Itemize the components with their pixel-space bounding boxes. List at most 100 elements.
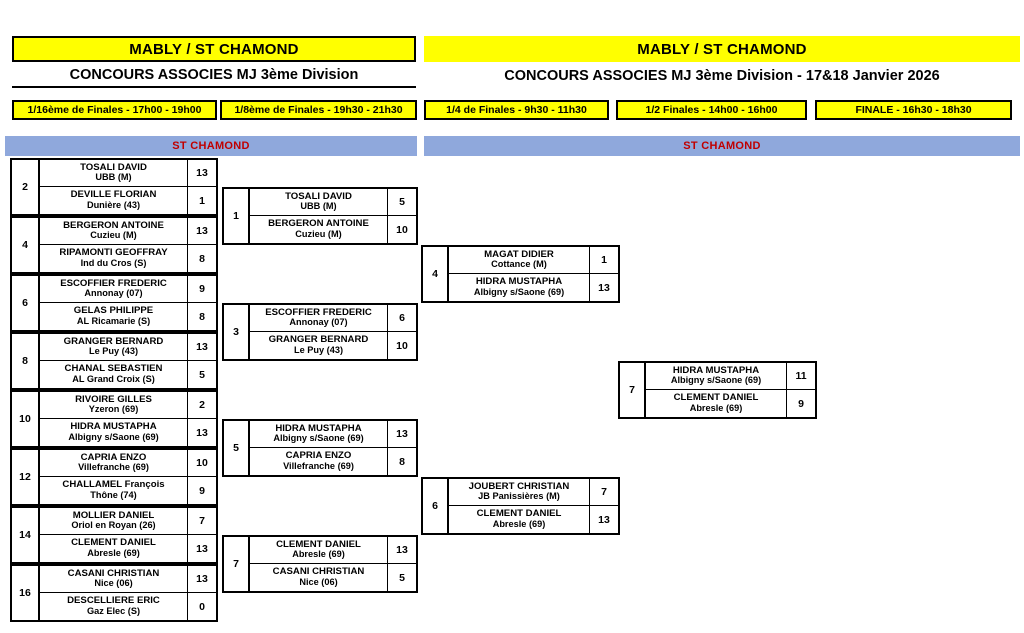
player-name: CASANI CHRISTIAN [272,566,365,578]
player-club: Annonay (07) [84,288,143,299]
player-club: Annonay (07) [289,317,348,328]
tournament-subtitle-right: CONCOURS ASSOCIES MJ 3ème Division - 17&… [504,68,940,84]
player-score: 8 [187,245,216,272]
player-club: JB Panissières (M) [478,491,560,502]
player-name: TOSALI DAVID [285,190,352,202]
round-chip-semi[interactable]: 1/2 Finales - 14h00 - 16h00 [616,100,807,120]
player-score: 13 [187,218,216,244]
player-score: 10 [187,450,216,476]
player-club: Yzeron (69) [88,404,139,415]
player-name: CLEMENT DANIEL [71,537,156,549]
player-name: BERGERON ANTOINE [268,218,369,230]
round-chip-final[interactable]: FINALE - 16h30 - 18h30 [815,100,1012,120]
round-chip-eighth[interactable]: 1/8ème de Finales - 19h30 - 21h30 [220,100,417,120]
player-name: CHALLAMEL François [62,479,165,491]
player-score: 5 [387,189,416,215]
match-seed-number: 4 [423,247,449,301]
player-club: Le Puy (43) [293,344,343,355]
round-chip-quarter[interactable]: 1/4 de Finales - 9h30 - 11h30 [424,100,609,120]
round-schedule-bar: 1/16ème de Finales - 17h00 - 19h00 1/8èm… [0,100,1024,120]
player-name: TOSALI DAVID [80,161,147,173]
player-score: 8 [187,303,216,330]
player-club: Nice (06) [299,576,338,587]
tournament-title-left: MABLY / ST CHAMOND [12,36,416,62]
match-seed-number: 8 [12,334,40,388]
player-score: 0 [187,593,216,620]
player-name: CAPRIA ENZO [285,450,352,462]
player-name: MAGAT DIDIER [484,248,554,260]
player-name: CLEMENT DANIEL [276,538,361,550]
match-seed-number: 6 [423,479,449,533]
player-name: DESCELLIERE ERIC [67,595,160,607]
player-club: Albigny s/Saone (69) [273,433,364,444]
match-seed-number: 2 [12,160,40,214]
player-club: Ind du Cros (S) [80,257,147,268]
round-chip-sixteenth[interactable]: 1/16ème de Finales - 17h00 - 19h00 [12,100,217,120]
player-club: Albigny s/Saone (69) [473,286,565,297]
player-name: CASANI CHRISTIAN [67,567,160,579]
player-score: 1 [187,187,216,214]
player-score: 10 [387,216,416,243]
match-seed-number: 7 [620,363,646,417]
